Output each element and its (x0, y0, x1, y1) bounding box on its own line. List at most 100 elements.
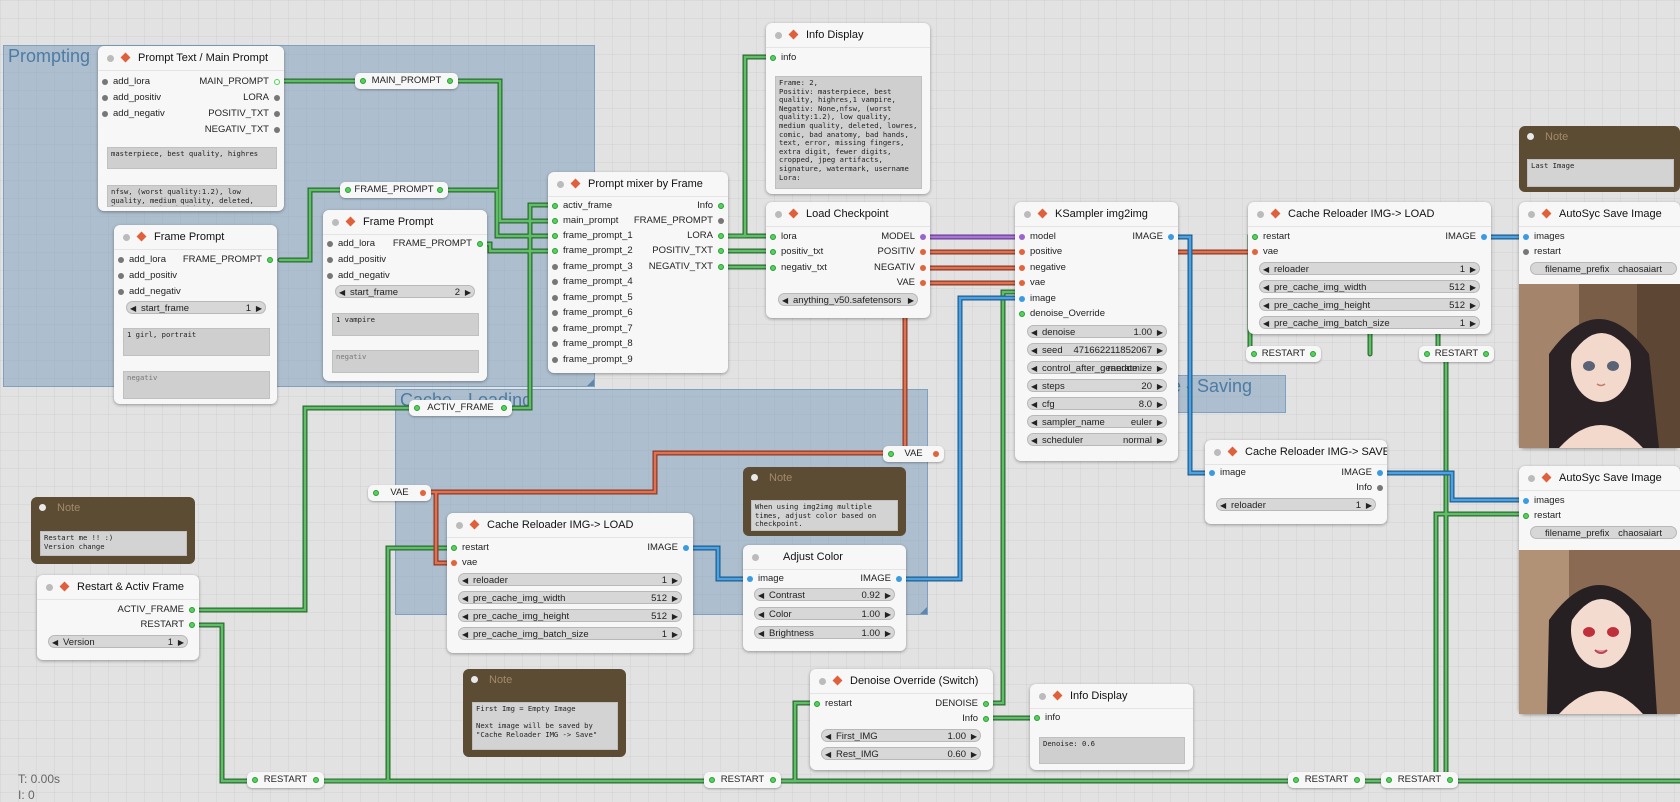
collapse-toggle-icon[interactable] (1039, 693, 1046, 700)
node-title[interactable]: Prompt Text / Main Prompt (98, 46, 284, 71)
node-cache-reloader-load-top[interactable]: Cache Reloader IMG-> LOAD restart vae IM… (1248, 202, 1491, 334)
input-images[interactable]: images (1519, 494, 1565, 508)
node-title[interactable]: Restart & Activ Frame (37, 575, 199, 600)
collapse-toggle-icon[interactable] (107, 55, 114, 62)
input-negativ-txt[interactable]: negativ_txt (766, 261, 827, 275)
collapse-toggle-icon[interactable] (456, 522, 463, 529)
collapse-toggle-icon[interactable] (775, 32, 782, 39)
output-restart[interactable]: RESTART (141, 618, 199, 632)
reroute-restart-top-b[interactable]: RESTART (1419, 346, 1494, 362)
note-restart[interactable]: Note Restart me !! :) Version change (31, 497, 195, 564)
note-textarea[interactable]: When using img2img multiple times, adjus… (751, 500, 898, 531)
input-frame-prompt-6[interactable]: frame_prompt_6 (548, 306, 633, 320)
output-lora[interactable]: LORA (687, 229, 728, 243)
input-add-negativ[interactable]: add_negativ (114, 285, 181, 299)
collapse-toggle-icon[interactable] (752, 554, 759, 561)
reroute-vae-left[interactable]: VAE (368, 485, 431, 501)
info-textarea[interactable]: Denoise: 0.6 (1039, 737, 1185, 764)
input-denoise-override[interactable]: denoise_Override (1015, 307, 1105, 321)
collapse-toggle-icon[interactable] (1214, 449, 1221, 456)
note-textarea[interactable]: Last Image (1527, 159, 1674, 187)
node-frame-prompt-2[interactable]: Frame Prompt add_lora add_positiv add_ne… (323, 210, 487, 381)
node-restart-activ-frame[interactable]: Restart & Activ Frame ACTIV_FRAME RESTAR… (37, 575, 199, 660)
input-restart[interactable]: restart (810, 697, 852, 711)
output-image[interactable]: IMAGE (1341, 466, 1387, 480)
collapse-toggle-icon[interactable] (332, 219, 339, 226)
output-info[interactable]: Info (962, 712, 993, 726)
input-restart[interactable]: restart (1519, 245, 1561, 259)
reroute-restart-top-a[interactable]: RESTART (1246, 346, 1321, 362)
input-info[interactable]: info (766, 51, 796, 65)
input-frame-prompt-2[interactable]: frame_prompt_2 (548, 244, 633, 258)
note-first-img[interactable]: Note First Img = Empty Image Next image … (463, 669, 626, 757)
output-positiv-txt[interactable]: POSITIV_TXT (208, 107, 284, 121)
output-image[interactable]: IMAGE (647, 541, 693, 555)
input-image[interactable]: image (1015, 292, 1056, 306)
node-title[interactable]: Info Display (1030, 684, 1193, 709)
note-title[interactable]: Note (1519, 126, 1680, 148)
input-add-negativ[interactable]: add_negativ (323, 269, 390, 283)
input-add-positiv[interactable]: add_positiv (98, 91, 161, 105)
ckpt-name-select[interactable]: ◀anything_v50.safetensors▶ (778, 293, 918, 306)
input-negative[interactable]: negative (1015, 261, 1066, 275)
node-title[interactable]: Cache Reloader IMG-> LOAD (447, 513, 693, 538)
input-restart[interactable]: restart (1248, 230, 1290, 244)
input-frame-prompt-7[interactable]: frame_prompt_7 (548, 322, 633, 336)
node-autosave-image-1[interactable]: AutoSyc Save Image images restart filena… (1519, 202, 1680, 448)
node-ksampler-img2img[interactable]: KSampler img2img model positive negative… (1015, 202, 1178, 461)
reroute-restart-bottom-c[interactable]: RESTART (1288, 772, 1365, 788)
node-title[interactable]: Cache Reloader IMG-> SAVE (1205, 440, 1387, 465)
node-title[interactable]: AutoSyc Save Image (1519, 466, 1680, 491)
node-title[interactable]: Load Checkpoint (766, 202, 930, 227)
node-info-display-bottom[interactable]: Info Display info Denoise: 0.6 (1030, 684, 1193, 770)
positive-textarea[interactable]: 1 vampire (332, 313, 479, 336)
input-add-lora[interactable]: add_lora (323, 237, 375, 251)
note-last-image[interactable]: Note Last Image (1519, 126, 1680, 192)
node-title[interactable]: Frame Prompt (323, 210, 487, 235)
node-title[interactable]: Cache Reloader IMG-> LOAD (1248, 202, 1491, 227)
reroute-vae-right[interactable]: VAE (883, 446, 944, 462)
group-resize-handle[interactable] (920, 607, 927, 614)
note-title[interactable]: Note (31, 497, 195, 519)
output-positiv[interactable]: POSITIV (878, 245, 930, 259)
node-denoise-override[interactable]: Denoise Override (Switch) restart DENOIS… (810, 669, 993, 770)
output-info[interactable]: Info (1356, 481, 1387, 495)
output-vae[interactable]: VAE (897, 276, 930, 290)
note-adjust-color[interactable]: Note When using img2img multiple times, … (743, 467, 906, 536)
node-cache-reloader-save[interactable]: Cache Reloader IMG-> SAVE image IMAGE In… (1205, 440, 1387, 524)
input-add-positiv[interactable]: add_positiv (323, 253, 386, 267)
reroute-main-prompt[interactable]: MAIN_PROMPT (355, 73, 458, 89)
collapse-toggle-icon[interactable] (46, 584, 53, 591)
input-frame-prompt-8[interactable]: frame_prompt_8 (548, 337, 633, 351)
output-main-prompt[interactable]: MAIN_PROMPT (199, 75, 284, 89)
input-add-lora[interactable]: add_lora (98, 75, 150, 89)
input-positive[interactable]: positive (1015, 245, 1062, 259)
input-image[interactable]: image (1205, 466, 1246, 480)
output-frame-prompt[interactable]: FRAME_PROMPT (183, 253, 277, 267)
output-frame-prompt[interactable]: FRAME_PROMPT (393, 237, 487, 251)
positive-textarea[interactable]: 1 girl, portrait (123, 328, 270, 356)
reroute-restart-bottom-b[interactable]: RESTART (704, 772, 781, 788)
output-lora[interactable]: LORA (243, 91, 284, 105)
collapse-toggle-icon[interactable] (1528, 475, 1535, 482)
output-model[interactable]: MODEL (881, 230, 930, 244)
node-title[interactable]: AutoSyc Save Image (1519, 202, 1680, 227)
output-activ-frame[interactable]: ACTIV_FRAME (117, 603, 199, 617)
